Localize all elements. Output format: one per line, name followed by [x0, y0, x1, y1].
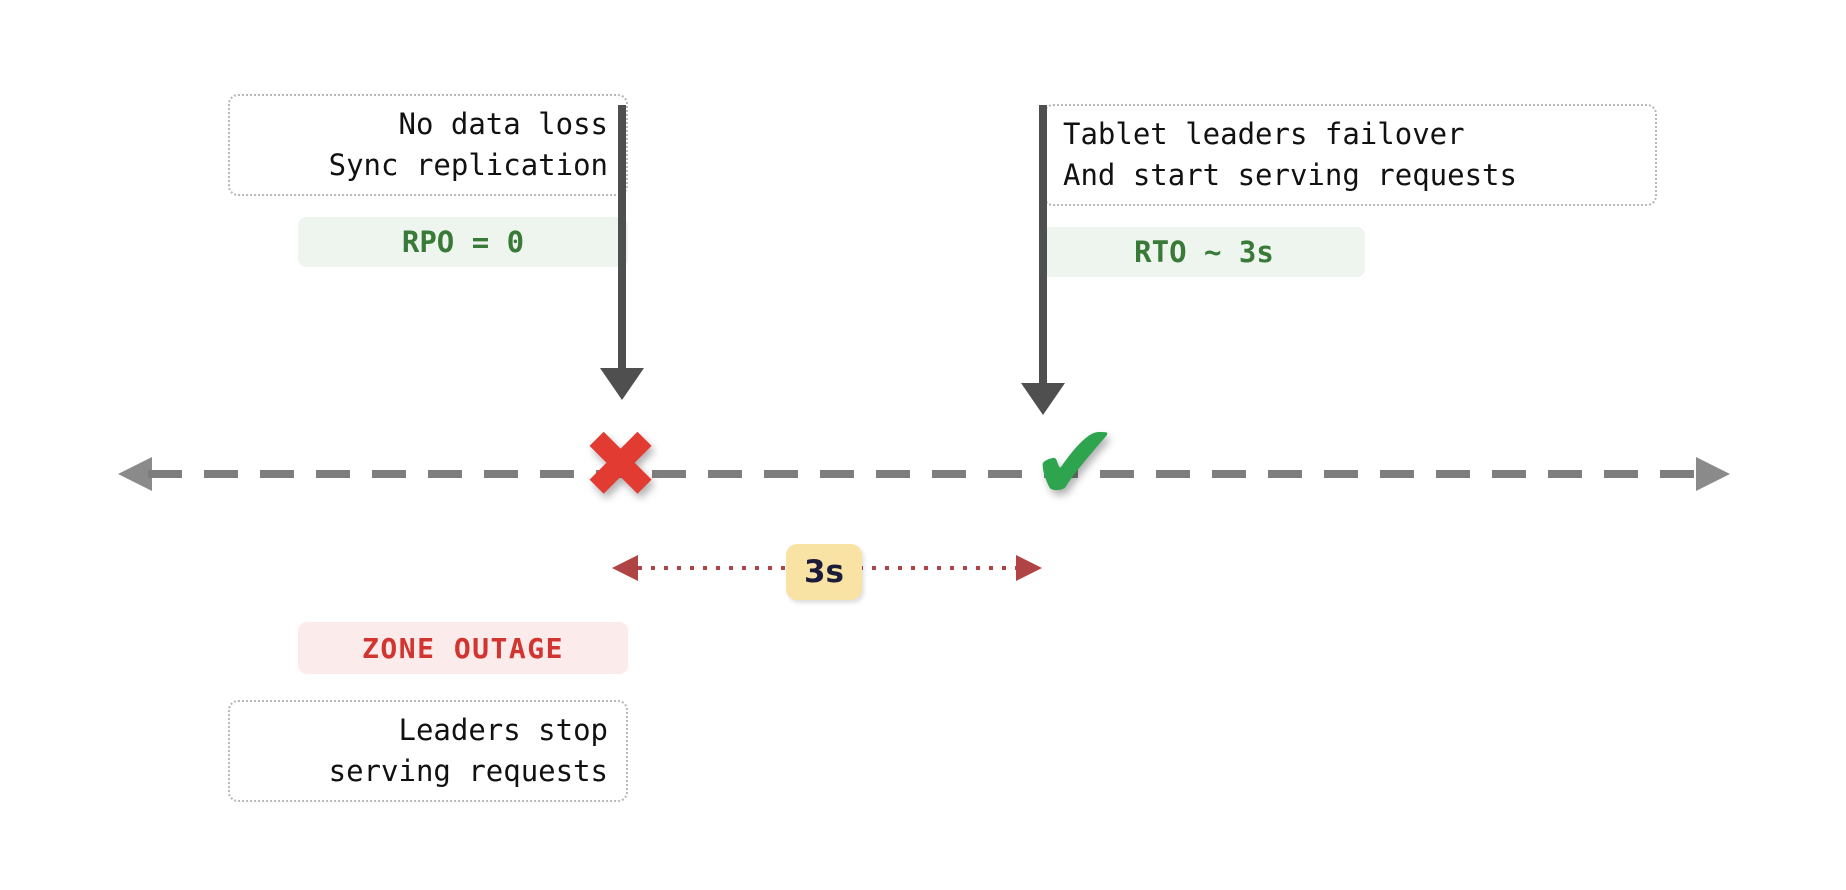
callout-tablet-failover-line2: And start serving requests — [1063, 158, 1517, 192]
callout-leaders-stop: Leaders stop serving requests — [228, 700, 628, 802]
timeline-left-arrow-icon — [118, 457, 152, 491]
timeline-rail — [148, 470, 1700, 478]
recovery-duration-label: 3s — [786, 544, 862, 600]
measure-right-arrow-icon — [1016, 555, 1042, 581]
outage-arrow-head — [600, 368, 644, 400]
rto-metric-badge: RTO ~ 3s — [1043, 227, 1365, 277]
callout-leaders-stop-line1: Leaders stop — [398, 712, 608, 747]
callout-tablet-failover-line1: Tablet leaders failover — [1063, 116, 1465, 151]
recovery-arrow-head — [1021, 383, 1065, 415]
rpo-metric-text: RPO = 0 — [401, 225, 525, 259]
timeline-right-arrow-icon — [1696, 457, 1730, 491]
red-cross-mark-icon: ✖ — [585, 391, 660, 534]
zone-outage-status-badge: ZONE OUTAGE — [298, 622, 628, 674]
rpo-metric-badge: RPO = 0 — [298, 217, 628, 267]
zone-outage-status-text: ZONE OUTAGE — [362, 631, 564, 665]
callout-no-data-loss: No data loss Sync replication — [228, 94, 628, 196]
rto-metric-text: RTO ~ 3s — [1134, 235, 1274, 269]
green-check-mark-icon: ✔ — [1038, 384, 1112, 526]
recovery-duration-value: 3s — [803, 554, 845, 590]
recovery-pointer-arrow-icon — [1021, 105, 1065, 415]
outage-arrow-shaft — [618, 105, 626, 370]
callout-no-data-loss-line2: Sync replication — [328, 148, 608, 182]
recovery-arrow-shaft — [1039, 105, 1047, 385]
callout-tablet-failover: Tablet leaders failover And start servin… — [1043, 104, 1657, 206]
outage-pointer-arrow-icon — [600, 105, 644, 400]
measure-left-arrow-icon — [612, 555, 638, 581]
timeline-axis — [118, 457, 1730, 491]
callout-leaders-stop-line2: serving requests — [328, 754, 608, 788]
callout-no-data-loss-line1: No data loss — [398, 106, 608, 141]
